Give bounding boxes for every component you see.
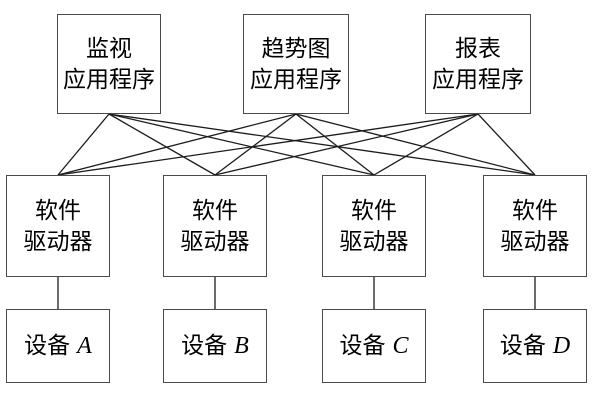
app-box-monitoring-line1: 监视 (86, 35, 132, 61)
app-box-monitoring: 监视 应用程序 (57, 14, 161, 114)
driver-box-1: 软件 驱动器 (6, 175, 110, 277)
device-a-letter: A (77, 332, 92, 359)
app-box-trend-chart-line1: 趋势图 (261, 35, 331, 61)
device-b-letter: B (234, 332, 249, 359)
app-box-report-line1: 报表 (455, 35, 501, 61)
driver-box-1-line1: 软件 (35, 197, 81, 223)
driver-box-2-line2: 驱动器 (180, 229, 250, 254)
driver-box-3: 软件 驱动器 (322, 175, 426, 277)
driver-box-4: 软件 驱动器 (483, 175, 587, 277)
device-d-letter: D (552, 332, 571, 359)
device-c-letter: C (392, 332, 409, 359)
driver-box-2: 软件 驱动器 (163, 175, 267, 277)
driver-box-4-line1: 软件 (512, 197, 558, 223)
device-d-prefix: 设备 (499, 332, 546, 358)
driver-box-3-line1: 软件 (351, 197, 397, 223)
app-box-trend-chart-line2: 应用程序 (250, 67, 342, 92)
device-b-prefix: 设备 (181, 332, 228, 358)
driver-box-2-line1: 软件 (192, 197, 238, 223)
app-box-monitoring-line2: 应用程序 (63, 67, 155, 92)
device-c-prefix: 设备 (339, 332, 386, 358)
app-box-report: 报表 应用程序 (425, 14, 531, 114)
app-box-report-line2: 应用程序 (432, 67, 524, 92)
app-box-trend-chart: 趋势图 应用程序 (243, 14, 349, 114)
device-a-prefix: 设备 (24, 332, 71, 358)
driver-box-1-line2: 驱动器 (23, 229, 93, 254)
driver-box-3-line2: 驱动器 (339, 229, 409, 254)
driver-box-4-line2: 驱动器 (500, 229, 570, 254)
